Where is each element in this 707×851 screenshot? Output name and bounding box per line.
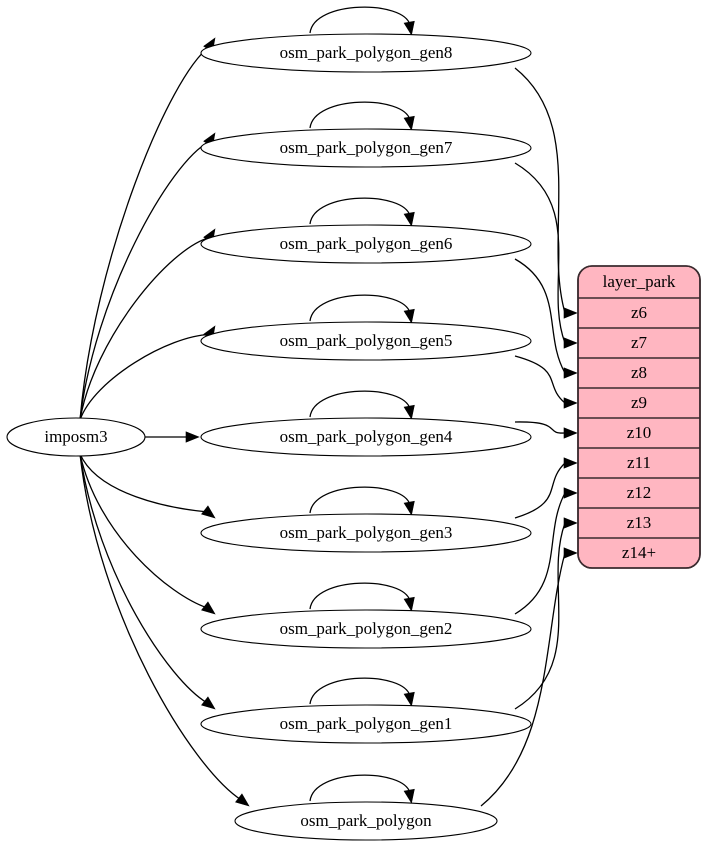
- self-loop-arrow: [403, 500, 415, 516]
- self-loop-osm_park_polygon_gen6: [309, 197, 411, 225]
- node-osm_park_polygon[interactable]: osm_park_polygon: [234, 801, 498, 841]
- self-loop-arrow: [403, 308, 415, 324]
- node-label: osm_park_polygon_gen5: [280, 331, 453, 350]
- edge-osm_park_polygon_gen1-to-z13: [514, 522, 566, 710]
- self-loop-osm_park_polygon_gen8: [309, 6, 411, 34]
- node-label: osm_park_polygon_gen7: [280, 138, 453, 157]
- node-ellipse: [234, 801, 498, 841]
- edge-imposm3-to-osm_park_polygon_gen6: [79, 236, 210, 421]
- edge-arrow-to-z8: [563, 367, 578, 379]
- edge-arrow-to-z12: [563, 487, 578, 499]
- node-osm_park_polygon_gen5[interactable]: osm_park_polygon_gen5: [200, 321, 532, 361]
- self-loop-osm_park_polygon_gen5: [309, 294, 411, 322]
- edge-arrow-to-z14plus: [563, 547, 578, 559]
- node-ellipse: [200, 513, 532, 553]
- node-ellipse: [200, 321, 532, 361]
- node-osm_park_polygon_gen3[interactable]: osm_park_polygon_gen3: [200, 513, 532, 553]
- edge-imposm3-to-osm_park_polygon: [79, 453, 242, 801]
- edge-osm_park_polygon_gen3-to-z11: [514, 462, 566, 519]
- node-label: osm_park_polygon_gen3: [280, 523, 453, 542]
- edge-arrow-to-z13: [563, 517, 578, 529]
- node-osm_park_polygon_gen6[interactable]: osm_park_polygon_gen6: [200, 224, 532, 264]
- layer-park-header: layer_park: [603, 272, 676, 291]
- edge-osm_park_polygon_gen8-to-z6: [514, 67, 566, 314]
- edge-imposm3-to-osm_park_polygon_gen8: [79, 45, 211, 421]
- node-ellipse: [200, 33, 532, 73]
- node-ellipse: [200, 128, 532, 168]
- edge-arrow-to-z7: [563, 337, 578, 349]
- self-loop-osm_park_polygon_gen2: [309, 582, 411, 610]
- edge-osm_park_polygon_gen7-to-z7: [514, 162, 566, 344]
- node-label: osm_park_polygon_gen2: [280, 619, 453, 638]
- edge-arrow-to-osm_park_polygon_gen2: [201, 601, 216, 615]
- zoom-row-z8[interactable]: z8: [631, 363, 647, 382]
- edge-imposm3-to-osm_park_polygon_gen7: [79, 140, 210, 421]
- self-loop-osm_park_polygon_gen1: [309, 677, 411, 705]
- edge-osm_park_polygon_gen4-to-z10: [514, 421, 566, 434]
- source-node: imposm3: [6, 417, 146, 457]
- node-ellipse: [200, 417, 532, 457]
- edge-osm_park_polygon-to-z14plus: [480, 552, 566, 807]
- node-label: osm_park_polygon_gen4: [280, 427, 453, 446]
- layer-park-outline: [577, 265, 701, 569]
- edge-arrow-to-z9: [563, 397, 578, 409]
- self-loop-arrow: [403, 211, 415, 227]
- zoom-row-z9[interactable]: z9: [631, 393, 647, 412]
- edge-imposm3-to-osm_park_polygon_gen2: [79, 453, 208, 609]
- zoom-row-z14plus[interactable]: z14+: [622, 543, 656, 562]
- edge-osm_park_polygon_gen6-to-z8: [514, 258, 566, 374]
- node-osm_park_polygon_gen4[interactable]: osm_park_polygon_gen4: [200, 417, 532, 457]
- self-loop-osm_park_polygon_gen7: [309, 101, 411, 129]
- edge-imposm3-to-osm_park_polygon_gen1: [79, 453, 208, 704]
- node-ellipse: [200, 704, 532, 744]
- zoom-row-z13[interactable]: z13: [627, 513, 652, 532]
- zoom-row-z6[interactable]: z6: [631, 303, 647, 322]
- self-loop-arrow: [403, 596, 415, 612]
- node-label: osm_park_polygon_gen6: [280, 234, 453, 253]
- self-loop-edges: [309, 6, 415, 804]
- edge-osm_park_polygon_gen2-to-z12: [514, 492, 566, 615]
- zoom-row-z10[interactable]: z10: [627, 423, 652, 442]
- node-label: osm_park_polygon: [300, 811, 432, 830]
- self-loop-arrow: [403, 788, 415, 804]
- node-label: imposm3: [44, 427, 107, 446]
- edge-arrow-to-osm_park_polygon: [235, 793, 250, 807]
- edges-from-imposm3: [79, 37, 250, 807]
- polygon-nodes: osm_park_polygon_gen8 osm_park_polygon_ge…: [200, 33, 532, 841]
- node-ellipse: [6, 417, 146, 457]
- zoom-row-z11[interactable]: z11: [627, 453, 651, 472]
- node-ellipse: [200, 609, 532, 649]
- node-osm_park_polygon_gen8[interactable]: osm_park_polygon_gen8: [200, 33, 532, 73]
- self-loop-arrow: [403, 691, 415, 707]
- node-imposm3[interactable]: imposm3: [6, 417, 146, 457]
- edge-arrow-to-z10: [563, 427, 578, 439]
- self-loop-osm_park_polygon: [309, 774, 411, 802]
- edge-osm_park_polygon_gen5-to-z9: [514, 355, 566, 404]
- edge-arrow-to-osm_park_polygon_gen3: [201, 505, 216, 519]
- self-loop-arrow: [403, 20, 415, 36]
- edge-arrow-to-z6: [563, 307, 578, 319]
- self-loop-osm_park_polygon_gen3: [309, 486, 411, 514]
- node-osm_park_polygon_gen2[interactable]: osm_park_polygon_gen2: [200, 609, 532, 649]
- self-loop-osm_park_polygon_gen4: [309, 390, 411, 418]
- node-label: osm_park_polygon_gen1: [280, 714, 453, 733]
- edge-imposm3-to-osm_park_polygon_gen5: [79, 333, 210, 421]
- node-osm_park_polygon_gen1[interactable]: osm_park_polygon_gen1: [200, 704, 532, 744]
- self-loop-arrow: [403, 115, 415, 131]
- edges-to-layer-park: [480, 67, 578, 807]
- layer-park-table: layer_park z6 z7 z8 z9 z10 z11 z12 z13 z14+: [577, 265, 701, 569]
- zoom-row-z7[interactable]: z7: [631, 333, 648, 352]
- node-ellipse: [200, 224, 532, 264]
- edge-imposm3-to-osm_park_polygon_gen3: [79, 453, 208, 513]
- zoom-row-z12[interactable]: z12: [627, 483, 652, 502]
- node-label: osm_park_polygon_gen8: [280, 43, 453, 62]
- edge-arrow-to-z11: [563, 457, 578, 469]
- node-osm_park_polygon_gen7[interactable]: osm_park_polygon_gen7: [200, 128, 532, 168]
- edge-arrow-to-osm_park_polygon_gen1: [201, 696, 216, 710]
- self-loop-arrow: [403, 404, 415, 420]
